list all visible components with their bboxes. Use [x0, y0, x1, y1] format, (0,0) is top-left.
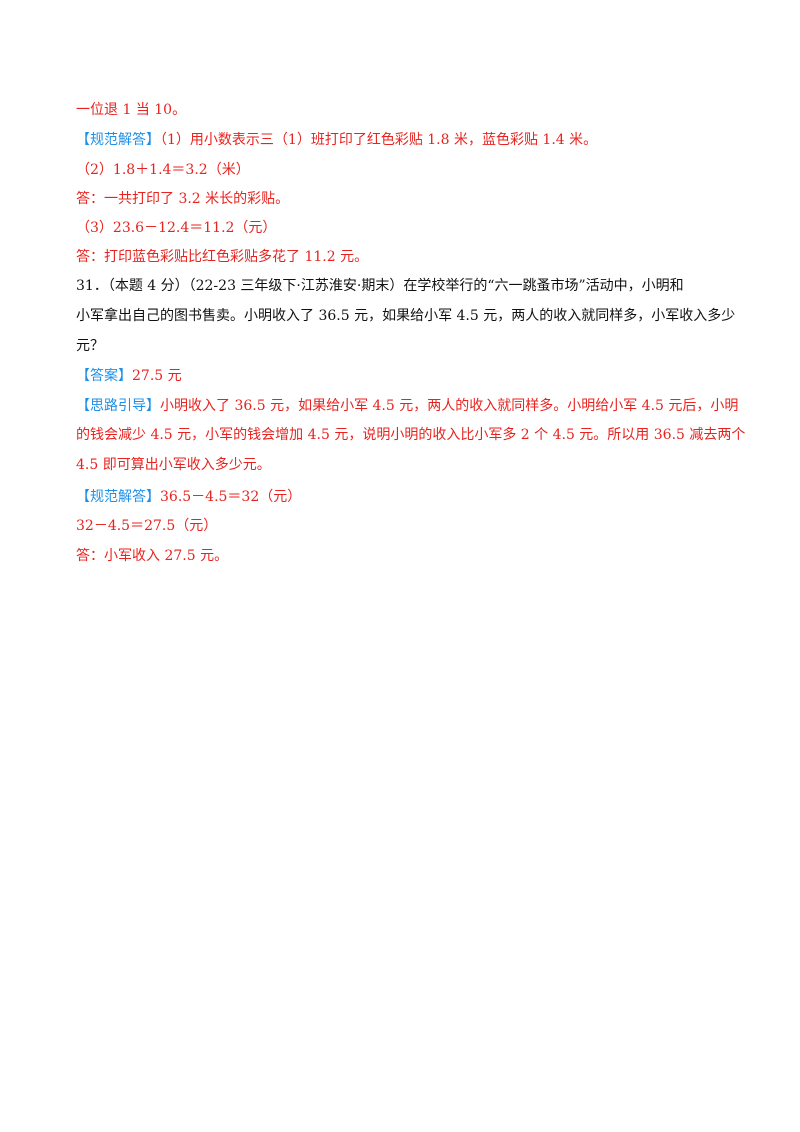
final-answer: 答：小军收入 27.5 元。: [76, 548, 229, 564]
solution31-tag: 【规范解答】: [76, 489, 160, 505]
solution-part3: （3）23.6－12.4＝11.2（元）: [76, 220, 277, 236]
hint-tag: 【思路引导】: [76, 398, 160, 414]
hint-line2: 的钱会减少 4.5 元，小军的钱会增加 4.5 元，说明小明的收入比小军多 2 …: [76, 427, 746, 443]
solution-answer3: 答：打印蓝色彩贴比红色彩贴多花了 11.2 元。: [76, 249, 369, 265]
hint-line3: 4.5 即可算出小军收入多少元。: [76, 457, 271, 473]
question-31-line3: 元？: [76, 338, 104, 354]
answer-value: 27.5 元: [132, 368, 182, 384]
hint-line1: 【思路引导】小明收入了 36.5 元，如果给小军 4.5 元，两人的收入就同样多…: [76, 396, 738, 416]
solution31-text1: 36.5－4.5＝32（元）: [160, 489, 302, 505]
solution-part1: （1）用小数表示三（1）班打印了红色彩贴 1.8 米，蓝色彩贴 1.4 米。: [160, 132, 598, 148]
question-31-line1: 31．（本题 4 分）（22-23 三年级下·江苏淮安·期末）在学校举行的“六一…: [76, 278, 684, 294]
carry-rule-line: 一位退 1 当 10。: [76, 102, 187, 118]
solution31-line2: 32－4.5＝27.5（元）: [76, 518, 218, 534]
answer-line: 【答案】27.5 元: [76, 366, 182, 386]
prev-solution-line: 【规范解答】（1）用小数表示三（1）班打印了红色彩贴 1.8 米，蓝色彩贴 1.…: [76, 130, 597, 150]
solution-answer2: 答：一共打印了 3.2 米长的彩贴。: [76, 191, 290, 207]
answer-tag: 【答案】: [76, 368, 132, 384]
solution31-line1: 【规范解答】36.5－4.5＝32（元）: [76, 487, 301, 507]
hint-text1: 小明收入了 36.5 元，如果给小军 4.5 元，两人的收入就同样多。小明给小军…: [160, 398, 739, 414]
solution-part2: （2）1.8＋1.4＝3.2（米）: [76, 162, 250, 178]
solution-tag: 【规范解答】: [76, 132, 160, 148]
question-31-line2: 小军拿出自己的图书售卖。小明收入了 36.5 元，如果给小军 4.5 元，两人的…: [76, 308, 736, 324]
